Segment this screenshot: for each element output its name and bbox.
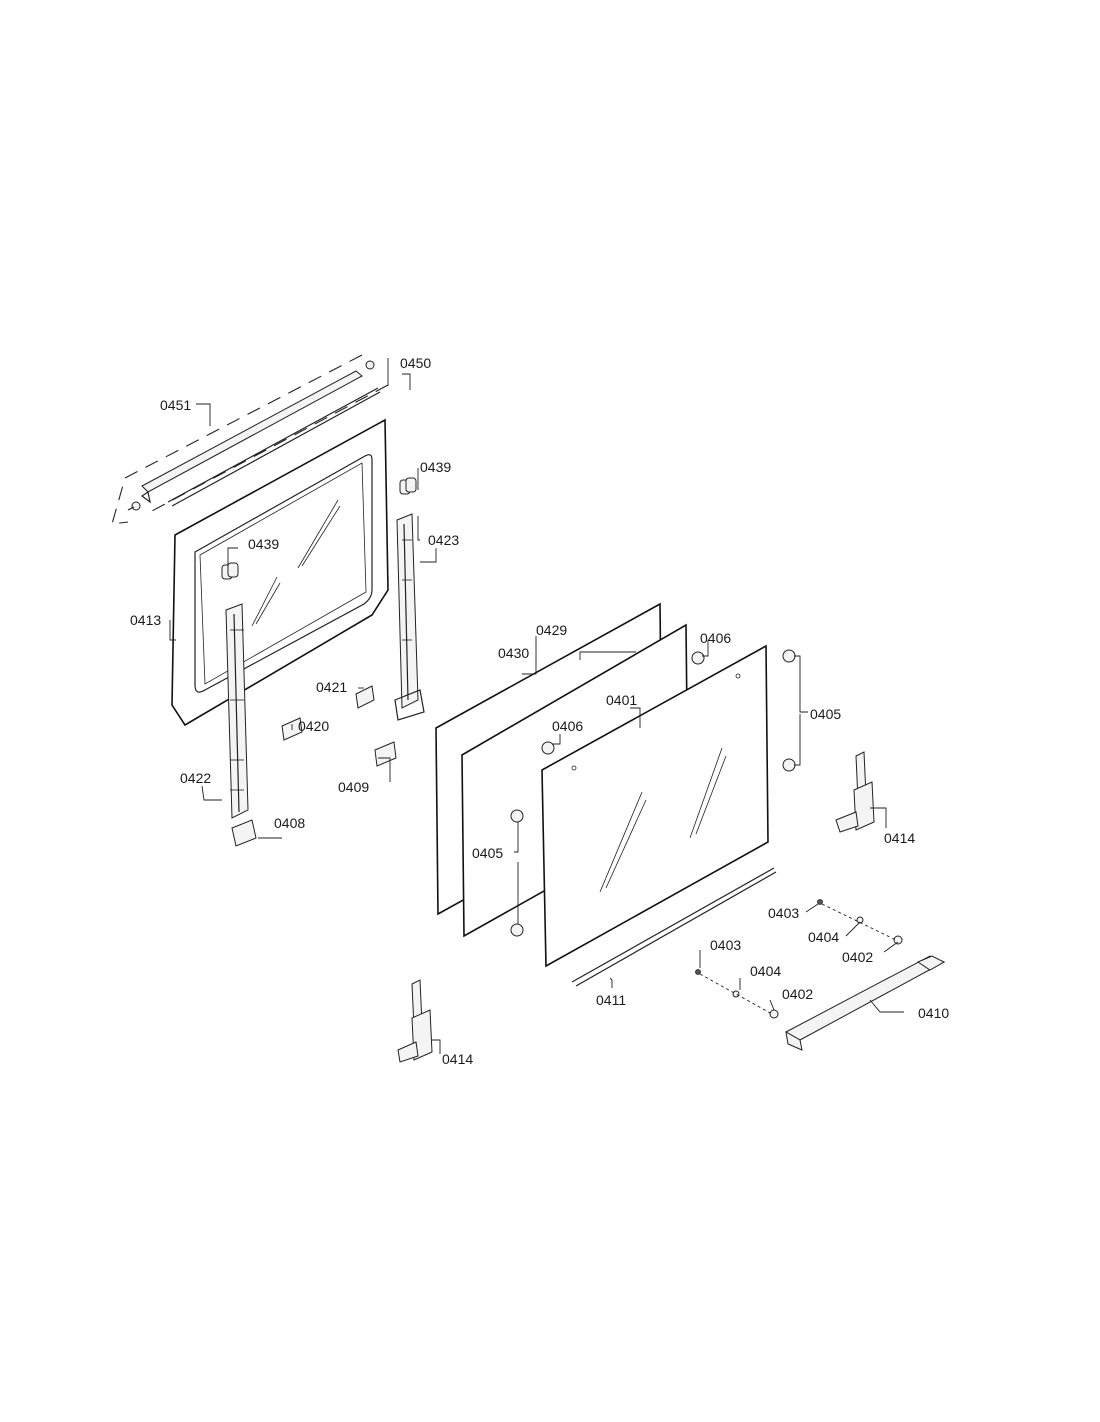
label-0414-right: 0414 bbox=[884, 830, 915, 846]
label-0403-right: 0403 bbox=[768, 905, 799, 921]
label-0422: 0422 bbox=[180, 770, 211, 786]
label-0429: 0429 bbox=[536, 622, 567, 638]
inner-door-panel bbox=[171, 418, 389, 727]
clip-part-inner bbox=[221, 562, 239, 580]
label-0404-left: 0404 bbox=[750, 963, 781, 979]
glass-pane-0401 bbox=[541, 644, 769, 968]
hinge-0414-left bbox=[397, 979, 433, 1063]
label-0439-inner: 0439 bbox=[248, 536, 279, 552]
label-0404-right: 0404 bbox=[808, 929, 839, 945]
label-0402-left: 0402 bbox=[782, 986, 813, 1002]
label-0413: 0413 bbox=[130, 612, 161, 628]
label-0430: 0430 bbox=[498, 645, 529, 661]
label-0406-right: 0406 bbox=[700, 630, 731, 646]
handle-0410 bbox=[784, 955, 946, 1051]
label-0421: 0421 bbox=[316, 679, 347, 695]
label-0406-left: 0406 bbox=[552, 718, 583, 734]
label-0405-left: 0405 bbox=[472, 845, 503, 861]
label-0410: 0410 bbox=[918, 1005, 949, 1021]
bracket-0421 bbox=[355, 685, 375, 709]
label-0411: 0411 bbox=[596, 992, 626, 1008]
label-0439-top: 0439 bbox=[420, 459, 451, 475]
bracket-0409 bbox=[374, 741, 397, 767]
spacer-0405-bottom-right bbox=[782, 758, 796, 772]
label-0409: 0409 bbox=[338, 779, 369, 795]
label-0423: 0423 bbox=[428, 532, 459, 548]
leader-lines bbox=[169, 358, 904, 1054]
label-0414-left: 0414 bbox=[442, 1051, 473, 1067]
spacer-0406-right bbox=[691, 651, 705, 665]
fasteners-right bbox=[817, 899, 903, 945]
spacer-0405-bottom-left bbox=[510, 923, 524, 937]
spacer-0405-top-left bbox=[510, 809, 524, 823]
fasteners-left bbox=[695, 969, 779, 1019]
label-0420: 0420 bbox=[298, 718, 329, 734]
label-0405-right: 0405 bbox=[810, 706, 841, 722]
label-0402-right: 0402 bbox=[842, 949, 873, 965]
spacer-0405-top-right bbox=[782, 649, 796, 663]
right-hinge-bracket bbox=[394, 513, 425, 721]
top-strip-assembly bbox=[111, 354, 389, 525]
bracket-0408 bbox=[231, 819, 257, 847]
label-0450: 0450 bbox=[400, 355, 431, 371]
seal-rod-0411 bbox=[571, 867, 777, 987]
hinge-0414-right bbox=[835, 751, 875, 833]
label-0451: 0451 bbox=[160, 397, 191, 413]
spacer-0406-left bbox=[541, 741, 555, 755]
label-0401: 0401 bbox=[606, 692, 637, 708]
label-0408: 0408 bbox=[274, 815, 305, 831]
left-hinge-bracket bbox=[225, 603, 249, 819]
clip-part-top bbox=[399, 477, 417, 495]
label-0403-left: 0403 bbox=[710, 937, 741, 953]
